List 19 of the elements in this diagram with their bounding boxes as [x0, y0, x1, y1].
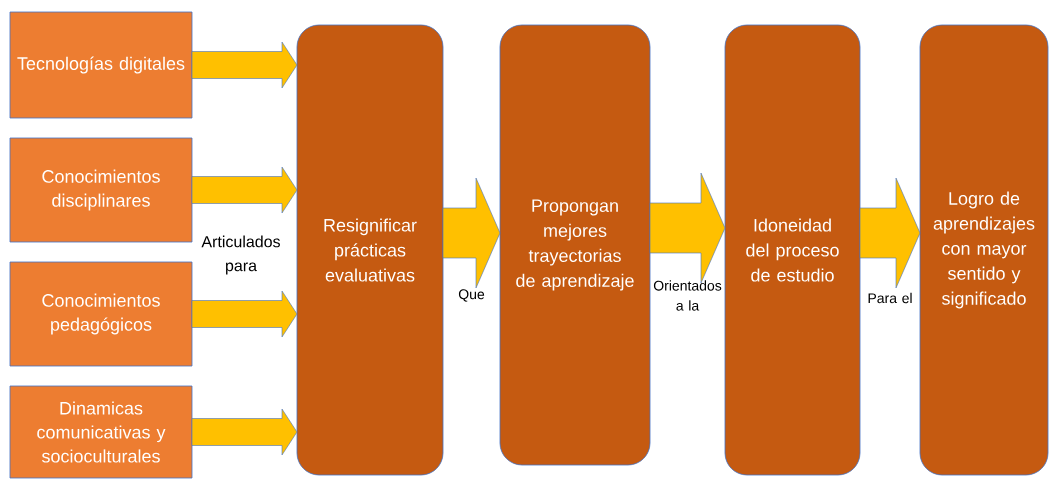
edge-label: Que — [458, 289, 485, 302]
block-arrow — [859, 177, 921, 289]
edge-label: Para el — [868, 292, 912, 304]
process-box: Logro de aprendizajes con mayor sentido y significado — [919, 24, 1049, 476]
edge-label: Orientados a la — [653, 280, 722, 311]
input-box: Tecnologías digitales — [9, 11, 193, 119]
block-arrow — [191, 408, 298, 456]
input-box: Conocimientos pedagógicos — [9, 261, 193, 367]
block-arrow — [649, 172, 726, 284]
block-arrow — [191, 41, 298, 89]
block-arrow — [191, 166, 298, 214]
connector-label: Articulados para — [201, 235, 280, 275]
input-box: Conocimientos disciplinares — [9, 137, 193, 243]
process-box: Resignificar prácticas evaluativas — [296, 24, 444, 476]
block-arrow — [191, 290, 298, 338]
input-box: Dinamicas comunicativas y socioculturales — [9, 385, 193, 479]
process-box: Idoneidad del proceso de estudio — [724, 24, 861, 476]
block-arrow — [442, 177, 501, 289]
process-box: Propongan mejores trayectorias de aprendizaje — [499, 24, 651, 466]
